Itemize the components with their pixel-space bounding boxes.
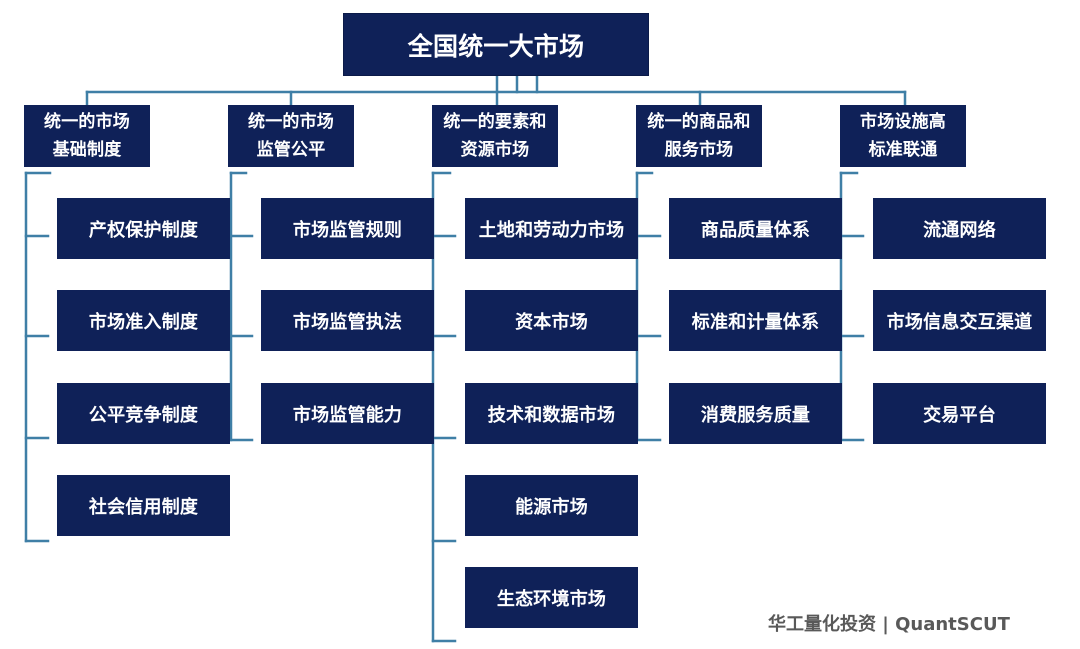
leaf-node: 交易平台 [873, 383, 1046, 444]
leaf-node: 能源市场 [465, 475, 638, 536]
category-node-market-basic-system: 统一的市场 基础制度 [24, 105, 150, 167]
leaf-node: 市场准入制度 [57, 290, 230, 351]
category-node-goods-service-market: 统一的商品和 服务市场 [636, 105, 762, 167]
category-node-factor-resource-market: 统一的要素和 资源市场 [432, 105, 558, 167]
leaf-node: 市场监管能力 [261, 383, 434, 444]
leaf-node: 生态环境市场 [465, 567, 638, 628]
leaf-node: 标准和计量体系 [669, 290, 842, 351]
watermark-text: 华工量化投资 | QuantSCUT [768, 614, 1010, 635]
category-node-market-infrastructure: 市场设施高 标准联通 [840, 105, 966, 167]
leaf-node: 社会信用制度 [57, 475, 230, 536]
leaf-node: 流通网络 [873, 198, 1046, 259]
root-node: 全国统一大市场 [343, 13, 649, 76]
leaf-node: 资本市场 [465, 290, 638, 351]
leaf-node: 产权保护制度 [57, 198, 230, 259]
leaf-node: 公平竞争制度 [57, 383, 230, 444]
leaf-node: 市场监管规则 [261, 198, 434, 259]
leaf-node: 市场监管执法 [261, 290, 434, 351]
leaf-node: 市场信息交互渠道 [873, 290, 1046, 351]
leaf-node: 商品质量体系 [669, 198, 842, 259]
leaf-node: 技术和数据市场 [465, 383, 638, 444]
category-node-market-supervision: 统一的市场 监管公平 [228, 105, 354, 167]
leaf-node: 消费服务质量 [669, 383, 842, 444]
leaf-node: 土地和劳动力市场 [465, 198, 638, 259]
